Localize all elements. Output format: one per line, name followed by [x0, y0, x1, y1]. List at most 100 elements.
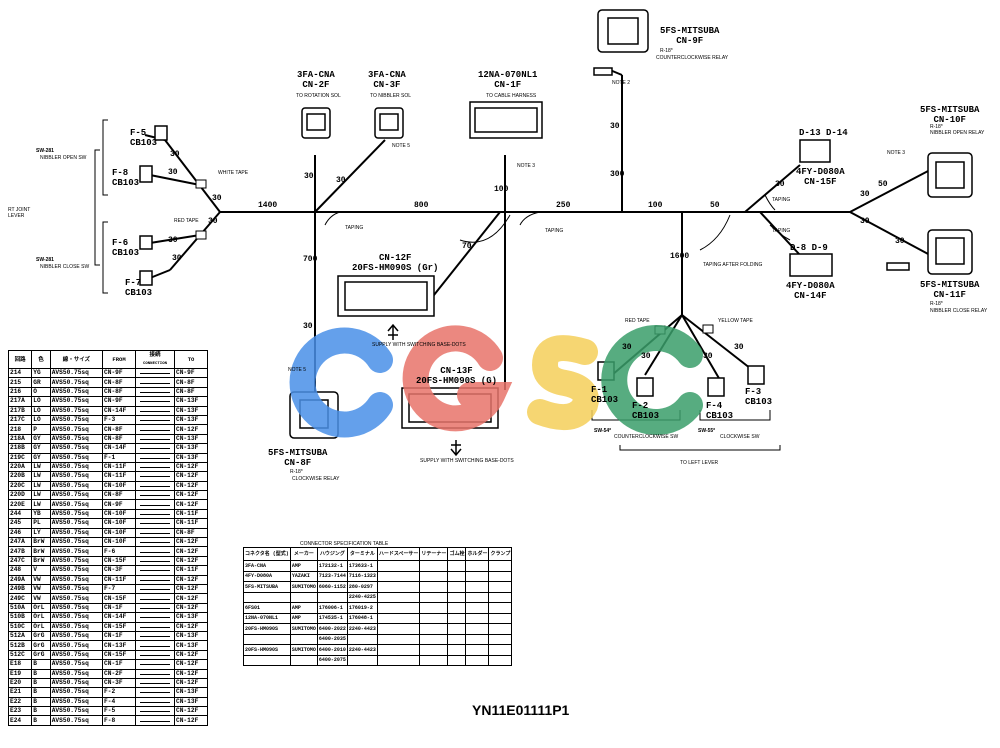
cell-from: CN-15F: [102, 593, 136, 604]
cn1f-note: NOTE 3: [517, 163, 536, 169]
pcol-clamp: クランプ: [488, 547, 513, 561]
cell-to: CN-12F: [174, 461, 208, 473]
white-tape-label: WHITE TAPE: [218, 170, 249, 176]
parts-cell: [419, 612, 449, 624]
cell-circuit: 247A: [7, 537, 33, 548]
parts-cell: [376, 612, 421, 624]
seg-1600: 1600: [670, 252, 690, 261]
seg-30-11f: 30: [860, 217, 870, 226]
cell-to: CN-12F: [174, 583, 208, 595]
parts-cell: SUMITOMO: [289, 623, 318, 635]
red-tape-label-2: RED TAPE: [625, 318, 650, 324]
seg-30-f3: 30: [734, 343, 744, 352]
cn2f-desc: TO ROTATION SOL: [296, 93, 341, 99]
parts-cell: [376, 654, 421, 666]
cn3f-note: NOTE 5: [392, 143, 411, 149]
cell-to: CN-12F: [174, 593, 208, 604]
parts-cell: YAZAKI: [289, 570, 318, 582]
cell-connection: [135, 621, 175, 632]
cell-wire-size: AVS50.75sq: [49, 583, 104, 595]
cell-to: CN-12F: [174, 659, 208, 670]
seg-300: 300: [610, 170, 625, 179]
parts-cell: [488, 633, 513, 645]
cell-wire-size: AVS50.75sq: [49, 565, 104, 576]
cn8f-note: NOTE 5: [288, 367, 307, 373]
cell-connection: [135, 377, 175, 388]
parts-cell: [447, 654, 467, 666]
parts-cell: [419, 644, 449, 656]
cell-to: CN-12F: [174, 471, 208, 482]
cell-wire-size: AVS50.75sq: [49, 649, 104, 661]
cn1f-desc: TO CABLE HARNESS: [486, 93, 537, 99]
cell-connection: [135, 574, 175, 586]
parts-cell: [447, 623, 467, 635]
cell-connection: [135, 546, 175, 557]
parts-cell: AMP: [289, 612, 318, 624]
cn11f-desc: NIBBLER CLOSE RELAY: [930, 308, 988, 314]
cell-wire-size: AVS50.75sq: [49, 677, 104, 689]
parts-cell: [243, 633, 291, 645]
parts-cell: 2240-4225: [346, 591, 378, 603]
cell-to: CN-12F: [174, 715, 208, 726]
parts-cell: AMP: [289, 602, 318, 614]
parts-cell: 174535-1: [316, 612, 348, 624]
cell-connection: [135, 696, 175, 708]
seg-30-f4: 30: [703, 352, 713, 361]
col-circuit: 回路: [7, 350, 33, 369]
cell-from: CN-15F: [102, 555, 136, 567]
parts-cell: [447, 560, 467, 572]
cell-wire-size: AVS50.75sq: [49, 687, 104, 698]
parts-cell: [447, 570, 467, 582]
taping-label-4: TAPING: [772, 228, 791, 234]
cell-from: F-2: [102, 687, 136, 698]
pcol-rubber-plug: ゴム栓: [447, 547, 467, 561]
cell-color: B: [31, 706, 51, 717]
cell-from: CN-8F: [102, 490, 136, 501]
cell-from: CN-11F: [102, 574, 136, 586]
pcol-maker: メーカー: [289, 547, 318, 561]
cell-from: CN-15F: [102, 621, 136, 632]
cell-color: P: [31, 424, 51, 435]
parts-cell: [447, 591, 467, 603]
sw281-top-desc: NIBBLER OPEN SW: [40, 155, 87, 161]
parts-cell: 6400-2022: [316, 623, 348, 635]
taping-label-3: TAPING: [772, 197, 791, 203]
cn12f-note: SUPPLY WITH SWITCHING BASE-DOTS: [372, 342, 466, 348]
parts-cell: 6060-1152: [316, 581, 348, 593]
cell-connection: [135, 433, 175, 445]
seg-70: 70: [462, 242, 472, 251]
cell-color: GrG: [31, 640, 51, 651]
parts-cell: 5FS-MITSUBA: [243, 581, 291, 593]
cell-to: CN-13F: [174, 452, 208, 463]
cell-wire-size: AVS50.75sq: [49, 537, 104, 548]
cell-color: YB: [31, 508, 51, 520]
cell-circuit: E19: [7, 668, 33, 679]
parts-cell: [488, 654, 513, 666]
cell-to: CN-13F: [174, 405, 208, 416]
pcol-connector: コネクタ名 (型式): [243, 547, 291, 561]
col-to: TO: [174, 350, 208, 369]
cell-connection: [135, 630, 175, 642]
cell-from: CN-9F: [102, 367, 136, 379]
cell-to: CN-13F: [174, 414, 208, 426]
cell-circuit: 220E: [7, 499, 33, 510]
parts-cell: [376, 623, 421, 635]
cell-color: B: [31, 668, 51, 679]
